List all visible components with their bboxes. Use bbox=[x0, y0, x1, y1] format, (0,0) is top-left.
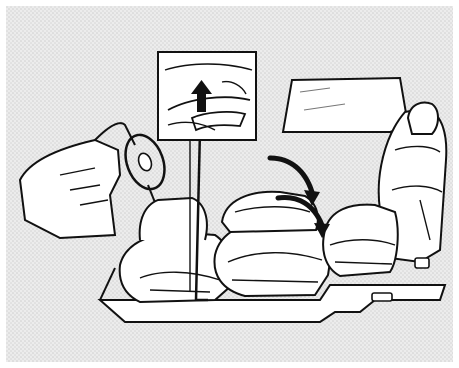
rear-seat-side-control bbox=[415, 258, 429, 268]
rear-seat-latch bbox=[372, 293, 392, 301]
rear-side-window bbox=[283, 78, 408, 132]
rear-seat-headrest bbox=[408, 103, 438, 134]
